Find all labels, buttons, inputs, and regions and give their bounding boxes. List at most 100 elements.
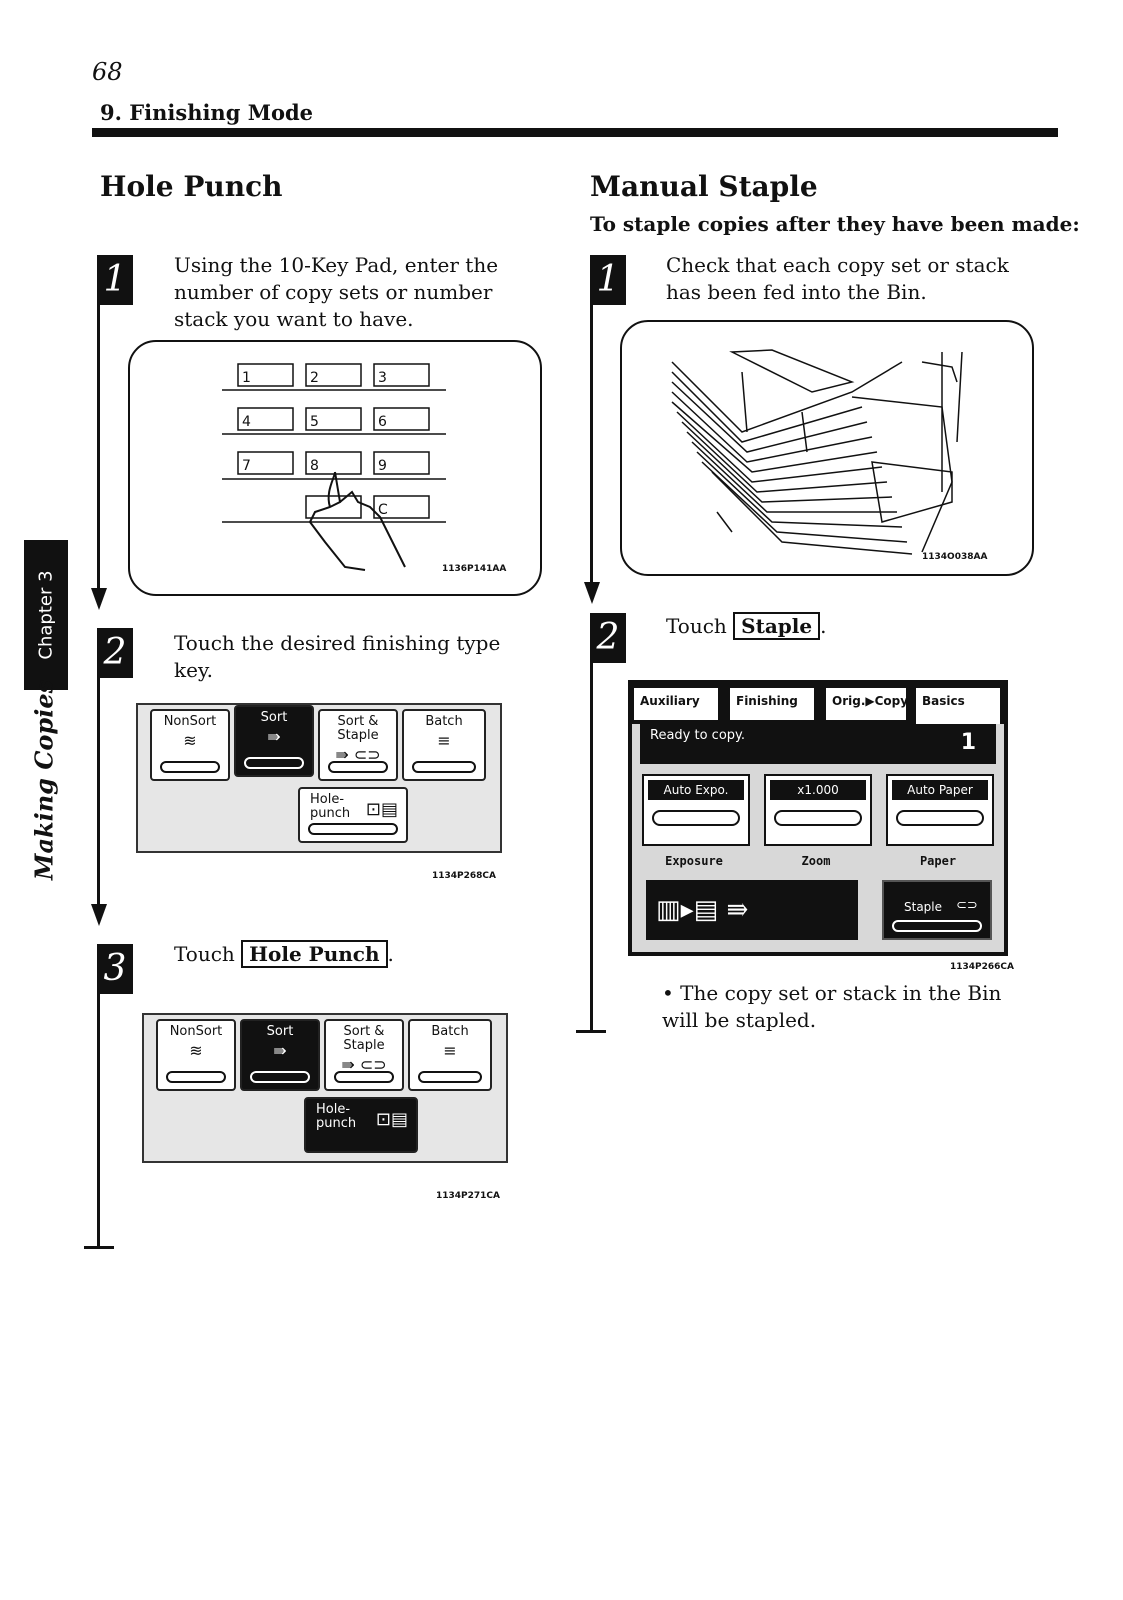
panel-body: Ready to copy. 1 Auto Expo. x1.000 Auto …: [632, 724, 1004, 952]
sort-finishing-icon: ▥▸▤ ⇛: [656, 895, 749, 925]
step-2-text: Touch the desired finishing type key.: [174, 631, 501, 682]
finishing-panel-step3: NonSort ≋ Sort ⇛ Sort & Staple ⇛ ⊂⊃ Batc…: [142, 1013, 508, 1163]
staple-icon: ⊂⊃: [956, 898, 978, 913]
step-2-number: 2: [97, 628, 133, 678]
hole-punch-heading: Hole Punch: [100, 170, 283, 203]
finishing-panel-step2: NonSort ≋ Sort ⇛ Sort & Staple ⇛ ⊂⊃ Batc…: [136, 703, 502, 853]
manual-staple-heading: Manual Staple: [590, 170, 818, 203]
status-bar: Ready to copy. 1: [640, 724, 996, 764]
tab-auxiliary[interactable]: Auxiliary: [632, 686, 720, 722]
zoom-button[interactable]: x1.000: [764, 774, 872, 846]
staple-icon: ⇛ ⊂⊃: [335, 745, 381, 764]
right-step-2-caption: 1134P266CA: [950, 962, 1015, 972]
batch-label: Batch: [431, 1024, 469, 1039]
staple-icon: ⇛ ⊂⊃: [341, 1055, 387, 1074]
paper-button[interactable]: Auto Paper: [886, 774, 994, 846]
key-1: 1: [242, 370, 251, 386]
sort-key[interactable]: Sort ⇛: [240, 1019, 320, 1091]
sort-staple-key[interactable]: Sort & Staple ⇛ ⊂⊃: [324, 1019, 404, 1091]
key-c: C: [378, 502, 388, 518]
key-9: 9: [378, 458, 387, 474]
page-number: 68: [92, 58, 123, 86]
status-text: Ready to copy.: [650, 728, 745, 743]
step-1-arrow: [91, 588, 107, 610]
right-step-1-number: 1: [590, 255, 626, 305]
holepunch-icon: ⊡▤: [365, 799, 398, 820]
tab-orig-copy[interactable]: Orig.▶Copy: [824, 686, 908, 722]
right-step-2-number: 2: [590, 613, 626, 663]
holepunch-label: Hole-punch: [310, 792, 351, 821]
key-8: 8: [310, 458, 319, 474]
chapter-tab: Chapter 3: [24, 540, 68, 690]
staple-button[interactable]: Staple ⊂⊃: [882, 880, 992, 940]
right-step-1-caption: 1134O038AA: [922, 552, 988, 562]
key-7: 7: [242, 458, 251, 474]
step-3-number: 3: [97, 944, 133, 994]
nonsort-key[interactable]: NonSort ≋: [156, 1019, 236, 1091]
step-2-arrow: [91, 904, 107, 926]
sort-icon: ⇛: [267, 727, 281, 746]
section-title: 9. Finishing Mode: [100, 100, 313, 125]
key-6: 6: [378, 414, 387, 430]
bin-illustration: 1134O038AA: [620, 320, 1034, 576]
batch-icon: ≡: [437, 731, 451, 750]
batch-label: Batch: [425, 714, 463, 729]
sort-label: Sort: [260, 710, 288, 725]
exposure-label: Exposure: [665, 854, 723, 868]
nonsort-label: NonSort: [169, 1024, 223, 1039]
right-step-2-text: Touch Staple.: [666, 612, 827, 640]
key-4: 4: [242, 414, 251, 430]
exposure-button[interactable]: Auto Expo.: [642, 774, 750, 846]
right-step-1-line: [590, 300, 593, 585]
right-step-1-arrow: [584, 582, 600, 604]
staple-button-label: Staple: [904, 900, 943, 914]
copy-count: 1: [960, 730, 976, 755]
sort-staple-label: Sort & Staple: [343, 1024, 385, 1053]
step-1-text: Using the 10-Key Pad, enter the number o…: [174, 253, 499, 331]
nonsort-key[interactable]: NonSort ≋: [150, 709, 230, 781]
right-step-1-text: Check that each copy set or stack has be…: [666, 253, 1009, 304]
holepunch-key-selected[interactable]: Hole-punch ⊡▤: [304, 1097, 418, 1153]
holepunch-icon: ⊡▤: [375, 1109, 408, 1130]
step-2-line: [97, 676, 100, 906]
sort-staple-label: Sort & Staple: [337, 714, 379, 743]
staple-key-label: Staple: [733, 612, 821, 640]
tab-finishing[interactable]: Finishing: [728, 686, 816, 722]
step-3-end: [84, 1246, 114, 1249]
exposure-button-label: Auto Expo.: [648, 780, 744, 800]
paper-button-label: Auto Paper: [892, 780, 988, 800]
holepunch-label: Hole-punch: [316, 1102, 357, 1131]
right-step-2-end: [576, 1030, 606, 1033]
nonsort-icon: ≋: [189, 1041, 203, 1060]
keypad-illustration: 1 2 3 4 5 6 7 8 9 C 1136P141AA: [128, 340, 542, 596]
bin-drawing: [671, 349, 963, 555]
staple-note: • The copy set or stack in the Bin will …: [662, 981, 1002, 1032]
step-2-caption: 1134P268CA: [432, 871, 497, 881]
paper-label: Paper: [919, 854, 957, 868]
sort-key[interactable]: Sort ⇛: [234, 705, 314, 777]
batch-icon: ≡: [443, 1041, 457, 1060]
hole-punch-key-label: Hole Punch: [241, 940, 388, 968]
manual-staple-subheading: To staple copies after they have been ma…: [590, 212, 1080, 236]
header-rule: [92, 128, 1058, 137]
chapter-label: Chapter 3: [35, 570, 57, 660]
sort-icon: ⇛: [273, 1041, 287, 1060]
sort-staple-key[interactable]: Sort & Staple ⇛ ⊂⊃: [318, 709, 398, 781]
staple-control-panel: Auxiliary Finishing Orig.▶Copy Basics Re…: [628, 680, 1008, 956]
keypad-drawing: 1 2 3 4 5 6 7 8 9 C: [222, 363, 446, 571]
key-5: 5: [310, 414, 319, 430]
step-1-number: 1: [97, 255, 133, 305]
step-3-text: Touch Hole Punch.: [174, 940, 394, 968]
holepunch-key[interactable]: Hole-punch ⊡▤: [298, 787, 408, 843]
tab-basics[interactable]: Basics: [914, 686, 1002, 726]
batch-key[interactable]: Batch ≡: [402, 709, 486, 781]
batch-key[interactable]: Batch ≡: [408, 1019, 492, 1091]
zoom-button-label: x1.000: [770, 780, 866, 800]
nonsort-label: NonSort: [163, 714, 217, 729]
zoom-label: Zoom: [801, 854, 831, 868]
step-3-line: [97, 992, 100, 1248]
finishing-indicator: ▥▸▤ ⇛: [646, 880, 858, 940]
book-title: Making Copies: [29, 679, 59, 881]
key-2: 2: [310, 370, 319, 386]
key-3: 3: [378, 370, 387, 386]
